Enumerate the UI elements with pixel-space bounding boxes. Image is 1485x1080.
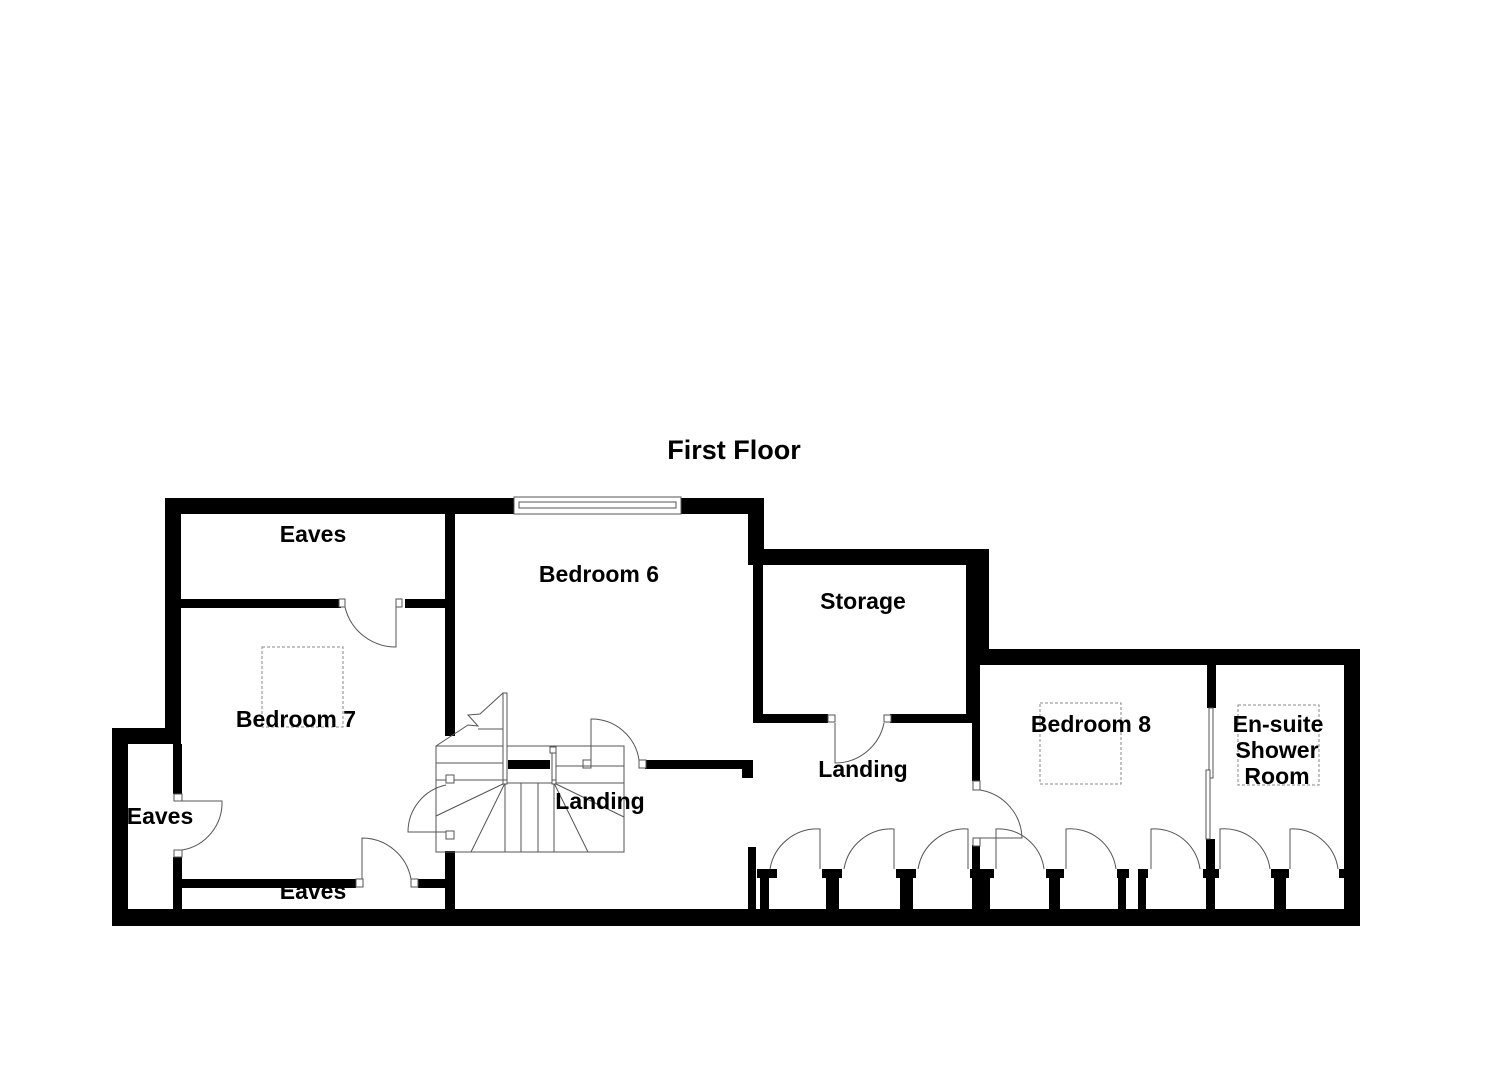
outer-walls [112,498,1360,926]
wardrobe-door-5[interactable] [1065,828,1117,870]
door-eaves-left[interactable] [173,793,223,858]
room-label-ensuite-3: Room [1244,763,1309,789]
staircase [407,692,625,853]
wardrobe-door-6[interactable] [1150,828,1201,870]
room-label-bedroom-8: Bedroom 8 [1031,711,1151,737]
roof-light-bedroom-7 [261,646,344,728]
wardrobe-door-3[interactable] [917,828,969,870]
internal-walls [173,514,1345,911]
room-label-ensuite-1: En-suite [1233,711,1324,737]
room-label-landing-stairs: Landing [555,788,644,814]
room-label-landing-right: Landing [818,756,907,782]
room-label-eaves-top: Eaves [280,521,347,547]
room-label-bedroom-7: Bedroom 7 [236,706,356,732]
doors [173,598,1339,888]
wardrobe-door-8[interactable] [1289,828,1339,870]
wardrobe-door-2[interactable] [843,828,895,870]
door-eaves-bottom[interactable] [355,837,419,888]
window [513,496,682,515]
room-label-storage: Storage [820,588,906,614]
room-label-eaves-bottom: Eaves [280,878,347,904]
room-label-ensuite-2: Shower [1235,737,1318,763]
floor-title: First Floor [667,435,801,465]
door-bedroom-6[interactable] [582,718,647,769]
door-eaves-top[interactable] [338,598,403,648]
room-label-eaves-left: Eaves [127,803,194,829]
wardrobe-door-1[interactable] [769,828,821,870]
wardrobe-door-4[interactable] [995,828,1045,870]
wardrobe-door-7[interactable] [1219,828,1271,870]
roof-light-bedroom-8 [1039,702,1122,785]
roof-light-ensuite [1237,704,1320,786]
door-bedroom-8[interactable] [972,780,1023,847]
room-label-bedroom-6: Bedroom 6 [539,561,659,587]
sliding-door[interactable] [1205,707,1214,840]
door-storage[interactable] [827,714,892,764]
